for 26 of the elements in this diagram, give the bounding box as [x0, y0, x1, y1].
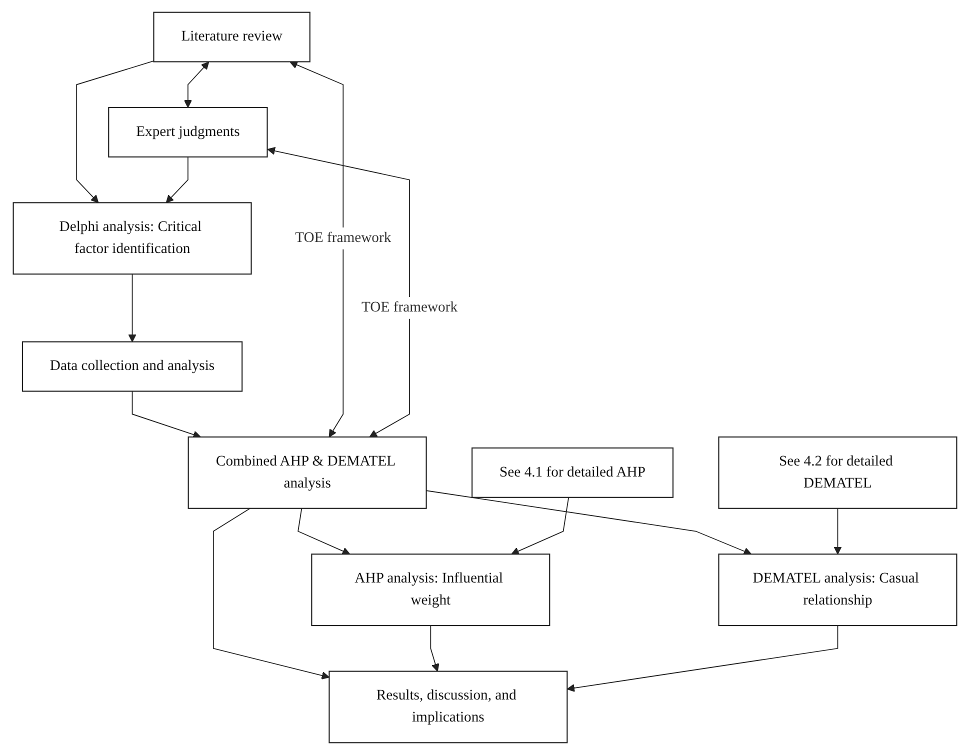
- arrow: [132, 390, 202, 438]
- node-box: Combined AHP & DEMATEL analysis: [188, 436, 427, 509]
- node-box: Literature review: [153, 12, 310, 62]
- node-box: Delphi analysis: Critical factor identification: [12, 202, 252, 275]
- arrow: [426, 490, 752, 556]
- edge-label: TOE framework: [295, 230, 392, 246]
- node-box: AHP analysis: Influential weight: [311, 554, 550, 626]
- node-box: See 4.2 for detailed DEMATEL: [718, 436, 958, 509]
- arrow: [430, 625, 440, 672]
- arrow: [128, 274, 136, 342]
- arrow: [76, 60, 154, 204]
- arrow: [212, 508, 330, 680]
- arrow: [184, 62, 210, 108]
- arrow: [166, 156, 188, 204]
- arrow: [267, 146, 410, 438]
- node-box: Data collection and analysis: [22, 341, 243, 392]
- edge-label: TOE framework: [361, 300, 458, 316]
- node-box: Expert judgments: [108, 106, 268, 158]
- arrow: [290, 61, 344, 438]
- arrow: [298, 508, 350, 555]
- arrow: [834, 508, 842, 554]
- node-box: Results, discussion, and implications: [328, 670, 568, 744]
- arrow: [566, 625, 838, 692]
- node-box: See 4.1 for detailed AHP: [472, 447, 674, 498]
- node-box: DEMATEL analysis: Casual relationship: [718, 554, 958, 626]
- arrow: [511, 496, 570, 555]
